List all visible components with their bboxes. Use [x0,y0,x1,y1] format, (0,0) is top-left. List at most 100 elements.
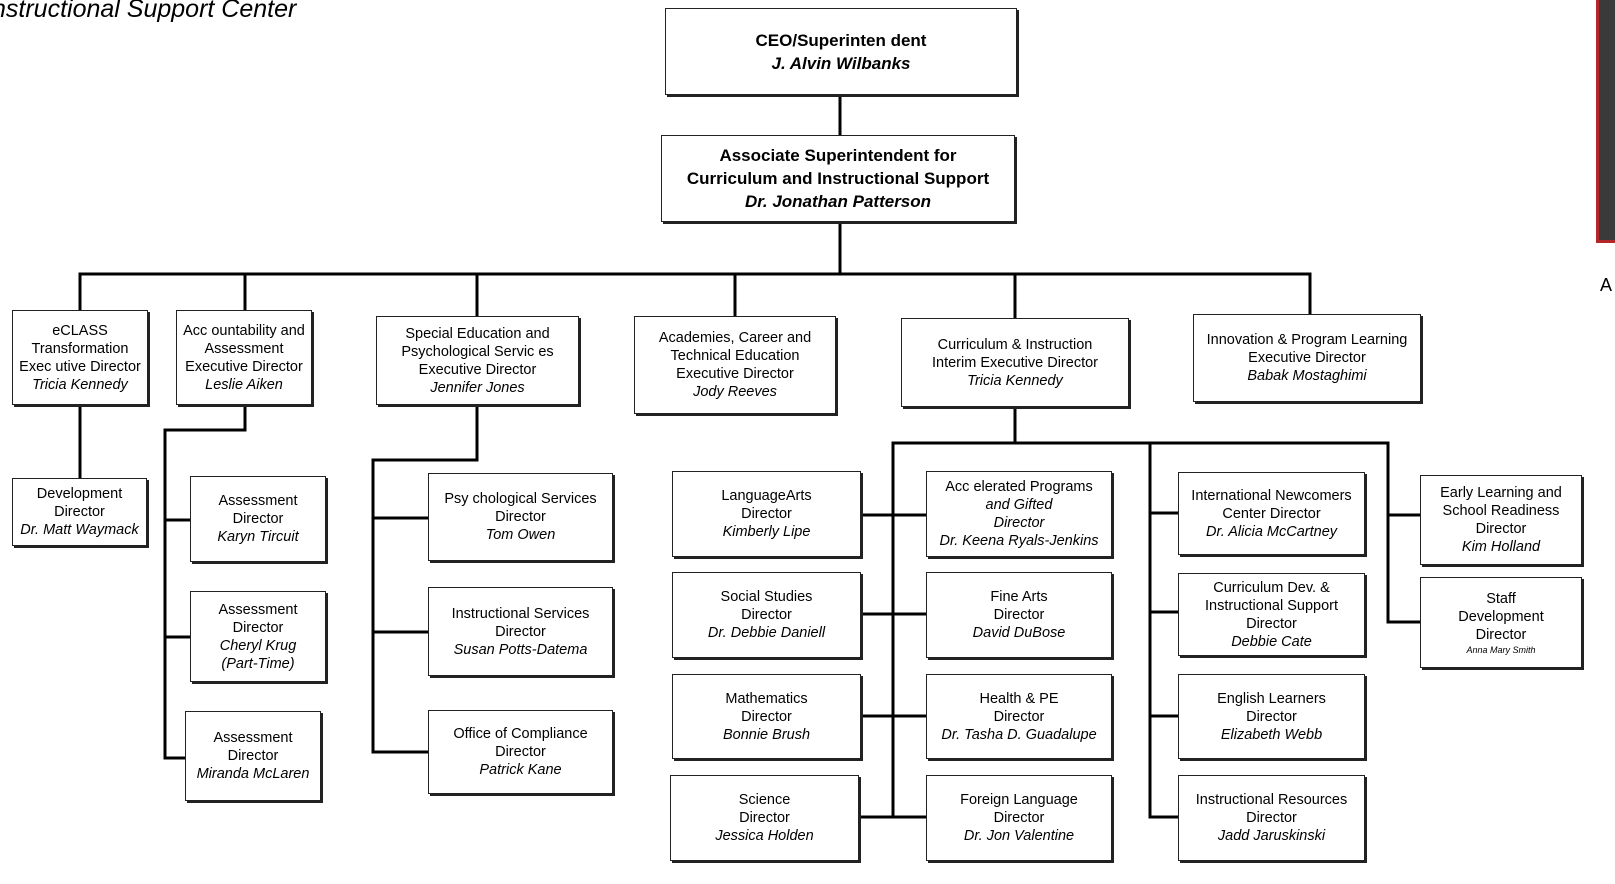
box-title-2: Instructional Support [1205,597,1338,614]
person-name: Susan Potts-Datema [453,641,588,658]
box-role: Executive Director [418,361,537,378]
curriculum-instruction-box: Curriculum & Instruction Interim Executi… [901,318,1129,407]
person-name: Tricia Kennedy [32,376,128,393]
box-role: Director [232,619,284,636]
box-title: CEO/Superinten dent [755,30,927,50]
box-role: Director [495,623,546,640]
person-note: (Part-Time) [221,655,295,672]
box-title: Fine Arts [990,589,1048,605]
portrait-photo [1596,0,1615,243]
box-role: Director [232,511,284,527]
box-role: Executive Director [676,366,794,382]
box-title-2: Psychological Servic es [401,343,554,360]
box-title: Special Education and [405,325,550,342]
person-name: Bonnie Brush [722,726,811,743]
box-title: Office of Compliance [453,726,588,742]
box-title: Innovation & Program Learning [1206,332,1408,348]
page-title: nstructional Support Center [0,0,297,23]
box-title: Instructional Resources [1195,792,1348,808]
box-role: Director [993,607,1045,623]
box-role: Exec utive Director [19,358,141,375]
box-title: Associate Superintendent for [719,146,957,165]
person-name: Tricia Kennedy [967,372,1063,389]
development-director-box: Development Director Dr. Matt Waymack [12,478,147,546]
box-title: Assessment [213,730,293,746]
person-name: Cheryl Krug [219,637,297,654]
box-title-2: School Readiness [1442,503,1560,519]
person-name: Miranda McLaren [196,766,310,782]
health-pe-box: Health & PE Director Dr. Tasha D. Guadal… [926,674,1112,759]
box-title: International Newcomers [1191,487,1352,504]
box-title: Early Learning and [1440,485,1562,501]
person-name: Kim Holland [1461,539,1541,555]
box-title: Mathematics [725,690,808,707]
box-role: Director [741,708,792,725]
box-title: Health & PE [979,690,1059,707]
special-education-box: Special Education and Psychological Serv… [376,316,579,405]
box-role: Center Director [1222,505,1321,522]
box-title: Social Studies [720,589,813,605]
person-name: Dr. Jon Valentine [963,828,1075,844]
person-name: Jennifer Jones [430,379,525,396]
box-role: Director [227,748,279,764]
box-role: Director [1246,615,1297,632]
person-name: Dr. Matt Waymack [20,522,139,538]
box-role: Director [1475,626,1527,643]
person-name: Jadd Jaruskinski [1217,828,1326,844]
language-arts-box: LanguageArts Director Kimberly Lipe [672,471,861,557]
box-title-2: and Gifted [985,497,1053,513]
box-role: Director [739,810,790,826]
instructional-resources-box: Instructional Resources Director Jadd Ja… [1178,775,1365,861]
box-title-2: Development [1458,608,1544,625]
box-title: Staff [1486,590,1516,607]
social-studies-box: Social Studies Director Dr. Debbie Danie… [672,572,861,658]
box-title: Curriculum & Instruction [937,336,1093,353]
assessment-director-box: Assessment Director Cheryl Krug (Part-Ti… [190,591,326,682]
box-title: Science [738,792,791,808]
eclass-transformation-box: eCLASS Transformation Exec utive Directo… [12,310,148,405]
box-title-2: Curriculum and Instructional Support [686,169,990,188]
box-role: Director [741,607,792,623]
box-title: Assessment [218,601,298,618]
box-role: Interim Executive Director [932,354,1098,371]
person-name: Anna Mary Smith [1466,644,1536,655]
box-title-2: Technical Education [670,348,800,364]
box-role: Director [1246,708,1297,725]
person-name: Patrick Kane [479,762,562,778]
ceo-superintendent-box: CEO/Superinten dent J. Alvin Wilbanks [665,8,1017,95]
box-title: Instructional Services [451,605,590,622]
person-name: Jody Reeves [693,384,777,400]
office-of-compliance-box: Office of Compliance Director Patrick Ka… [428,710,613,794]
person-name: Dr. Alicia McCartney [1205,523,1338,540]
box-title: eCLASS [52,322,108,339]
box-role: Executive Director [185,358,303,375]
person-name: Debbie Cate [1231,633,1312,650]
early-learning-box: Early Learning and School Readiness Dire… [1420,475,1582,565]
box-title: Acc ountability and [183,322,305,339]
accountability-assessment-box: Acc ountability and Assessment Executive… [176,310,312,405]
box-title: Academies, Career and [658,330,812,346]
box-title-2: Assessment [204,340,284,357]
person-name: Karyn Tircuit [217,529,299,545]
box-role: Director [993,515,1045,531]
international-newcomers-box: International Newcomers Center Director … [1178,472,1365,555]
box-role: Director [993,708,1045,725]
box-role: Director [54,504,105,520]
instructional-services-box: Instructional Services Director Susan Po… [428,587,613,676]
person-name: Elizabeth Webb [1220,726,1323,743]
person-name: Dr. Debbie Daniell [707,625,826,641]
box-title: Acc elerated Programs [945,479,1093,495]
person-name: Dr. Tasha D. Guadalupe [941,726,1097,743]
associate-superintendent-box: Associate Superintendent for Curriculum … [661,135,1015,222]
person-name: Jessica Holden [715,828,814,844]
person-name: Dr. Jonathan Patterson [744,192,932,211]
fine-arts-box: Fine Arts Director David DuBose [926,572,1112,658]
english-learners-box: English Learners Director Elizabeth Webb [1178,674,1365,759]
staff-development-box: Staff Development Director Anna Mary Smi… [1420,577,1582,668]
box-title: LanguageArts [721,488,812,504]
cropped-caption-letter: A [1600,275,1613,295]
academies-career-box: Academies, Career and Technical Educatio… [634,316,836,414]
science-box: Science Director Jessica Holden [670,775,859,861]
person-name: Kimberly Lipe [722,524,811,540]
